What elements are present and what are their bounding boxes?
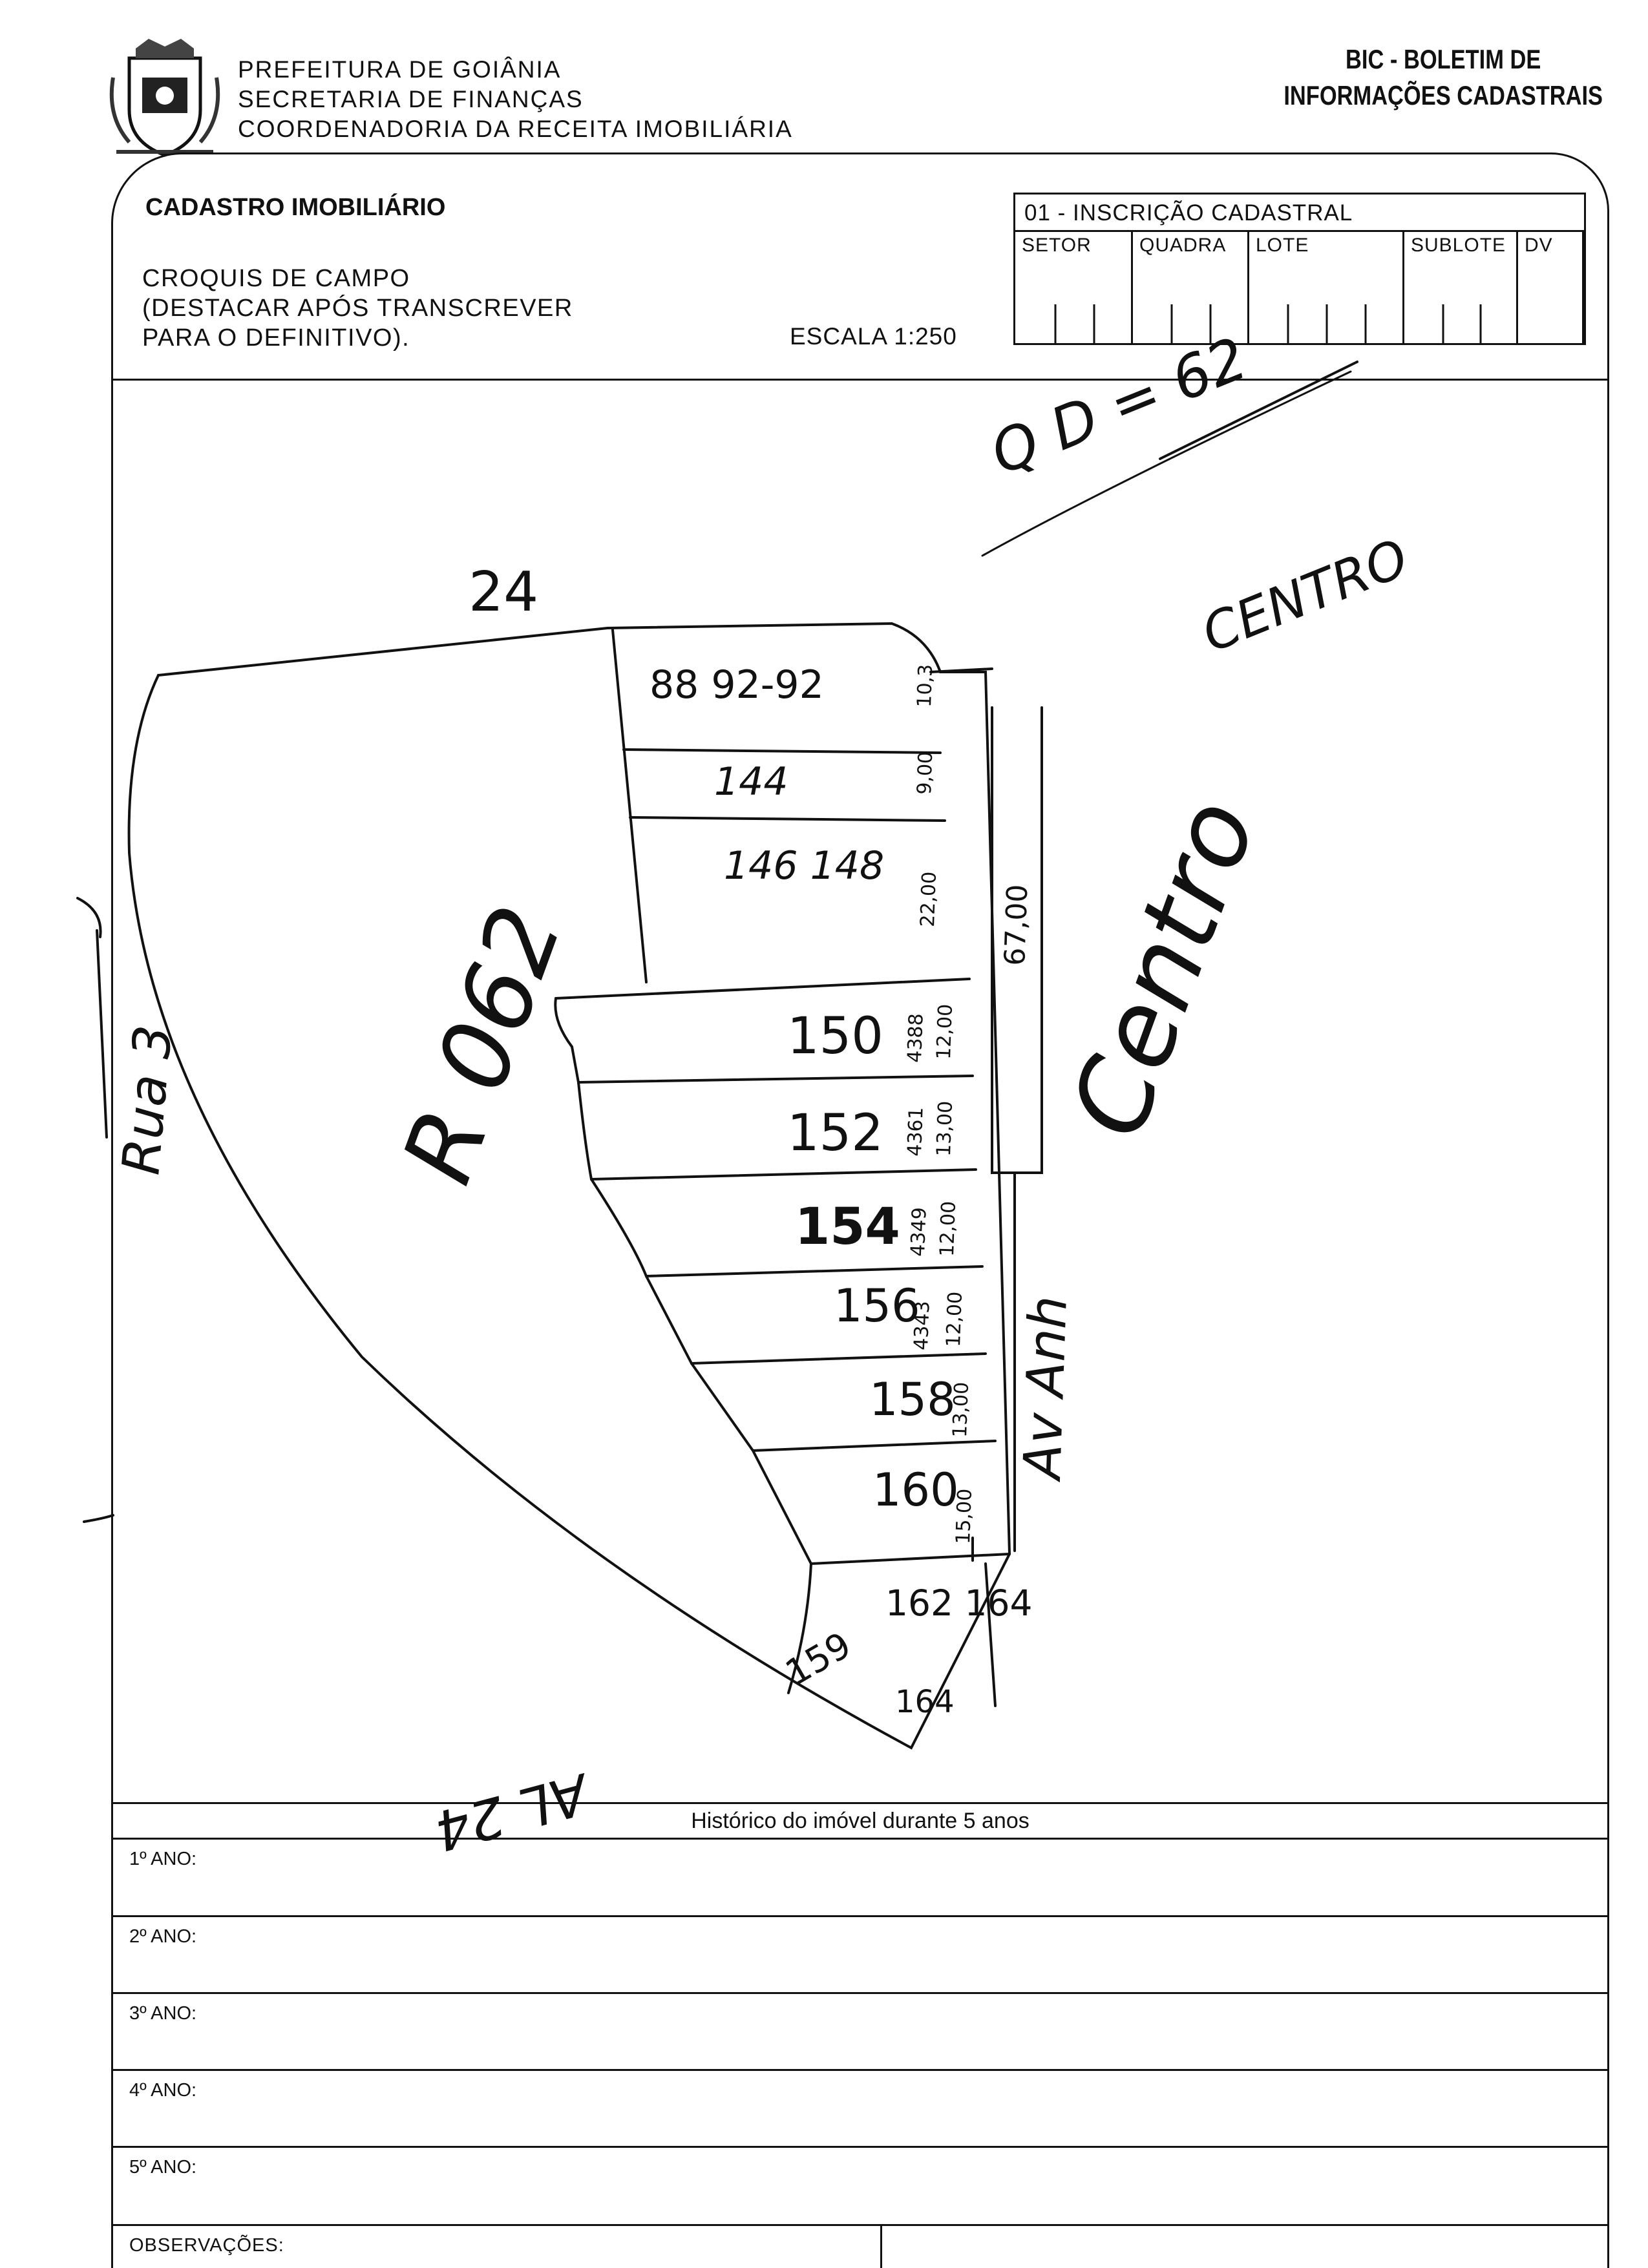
lot-152-area: 4361 [903, 1107, 928, 1157]
field-sketch: Q D = 62 CENTRO 24 Rua 3 R 062 Av Anh AL… [76, 324, 1416, 1863]
lot-152-front: 13,00 [933, 1100, 957, 1157]
org-line-coordenadoria: COORDENADORIA DA RECEITA IMOBILIÁRIA [238, 116, 793, 142]
lot-160-number: 160 [872, 1464, 959, 1517]
croquis-line-2: (DESTACAR APÓS TRANSCREVER [142, 295, 573, 322]
dv-field[interactable]: DV [1518, 232, 1584, 345]
lot-150-number: 150 [787, 1007, 883, 1066]
lot-154-number: 154 [795, 1198, 900, 1256]
lot-156-area: 4343 [910, 1301, 935, 1351]
inscricao-cadastral-box: 01 - INSCRIÇÃO CADASTRAL SETOR QUADRA LO… [1013, 193, 1586, 345]
ano-1-row[interactable]: 1º ANO: [111, 1840, 1609, 1917]
ano-4-label: 4º ANO: [129, 2080, 197, 2101]
lot-146-number: 146 148 [724, 843, 884, 888]
lote-label: LOTE [1256, 235, 1309, 256]
croquis-line-3: PARA O DEFINITIVO). [142, 324, 410, 352]
lot-150-front: 12,00 [933, 1003, 957, 1060]
street-right-label: Av Anh [1012, 1295, 1079, 1484]
ano-3-label: 3º ANO: [129, 2003, 197, 2024]
ano-2-row[interactable]: 2º ANO: [111, 1917, 1609, 1994]
lot-146-front: 22,00 [916, 871, 941, 927]
ano-1-label: 1º ANO: [129, 1849, 197, 1869]
ano-4-row[interactable]: 4º ANO: [111, 2071, 1609, 2148]
lot-156-number: 156 [834, 1279, 920, 1332]
street-top-label: 24 [469, 560, 538, 624]
header-separator [111, 379, 1609, 381]
croquis-line-1: CROQUIS DE CAMPO [142, 265, 410, 292]
street-curve-label: R 062 [381, 892, 584, 1197]
ano-2-label: 2º ANO: [129, 1926, 197, 1947]
observacoes-label: OBSERVAÇÕES: [129, 2235, 284, 2256]
org-line-prefeitura: PREFEITURA DE GOIÂNIA [238, 56, 562, 83]
sublote-field[interactable]: SUBLOTE [1404, 232, 1518, 345]
lot-162-number: 162 164 [885, 1582, 1032, 1624]
setor-label: SETOR [1022, 235, 1092, 256]
lot-154-area: 4349 [907, 1207, 931, 1257]
lot-156-front: 12,00 [942, 1291, 967, 1347]
observacoes-row[interactable]: OBSERVAÇÕES: [111, 2226, 1609, 2268]
lot-158-front: 13,00 [949, 1381, 973, 1438]
ano-3-row[interactable]: 3º ANO: [111, 1994, 1609, 2071]
lot-154-front: 12,00 [936, 1201, 960, 1257]
scale-label: ESCALA 1:250 [790, 323, 957, 350]
section-title: CADASTRO IMOBILIÁRIO [145, 194, 446, 221]
bic-title: BIC - BOLETIM DE INFORMAÇÕES CADASTRAIS [1284, 41, 1603, 114]
coat-of-arms-icon [103, 39, 226, 162]
lot-150-area: 4388 [903, 1013, 928, 1064]
observacoes-divider [880, 2226, 882, 2268]
bic-title-line-2: INFORMAÇÕES CADASTRAIS [1284, 80, 1603, 110]
total-front: 67,00 [998, 884, 1034, 967]
bic-title-line-1: BIC - BOLETIM DE [1346, 44, 1541, 74]
inscricao-title: 01 - INSCRIÇÃO CADASTRAL [1015, 194, 1584, 232]
centro-script-label: Centro [1047, 784, 1280, 1152]
lot-160-front: 15,00 [952, 1488, 977, 1544]
dv-label: DV [1525, 235, 1553, 256]
quadra-field[interactable]: QUADRA [1133, 232, 1249, 345]
ano-5-row[interactable]: 5º ANO: [111, 2148, 1609, 2226]
historico-title: Histórico do imóvel durante 5 anos [111, 1802, 1609, 1840]
lot-88-number: 88 92-92 [650, 662, 824, 708]
lot-144-front: 9,00 [913, 751, 937, 795]
lot-144-number: 144 [714, 759, 788, 804]
form-frame [111, 152, 1609, 2268]
street-left-label: Rua 3 [111, 1023, 184, 1177]
lot-158-number: 158 [869, 1373, 956, 1426]
digit-ticks [1054, 304, 1482, 343]
sublote-label: SUBLOTE [1411, 235, 1506, 256]
centro-label: CENTRO [1194, 527, 1416, 664]
lot-88-front: 10,3 [913, 664, 937, 708]
quadra-label: QUADRA [1139, 235, 1227, 256]
org-line-secretaria: SECRETARIA DE FINANÇAS [238, 86, 584, 112]
setor-field[interactable]: SETOR [1015, 232, 1133, 345]
lot-152-number: 152 [787, 1104, 883, 1162]
lot-164-number: 164 [895, 1684, 955, 1720]
lote-field[interactable]: LOTE [1249, 232, 1404, 345]
ano-5-label: 5º ANO: [129, 2157, 197, 2178]
quadra-note: Q D = 62 [982, 324, 1256, 488]
